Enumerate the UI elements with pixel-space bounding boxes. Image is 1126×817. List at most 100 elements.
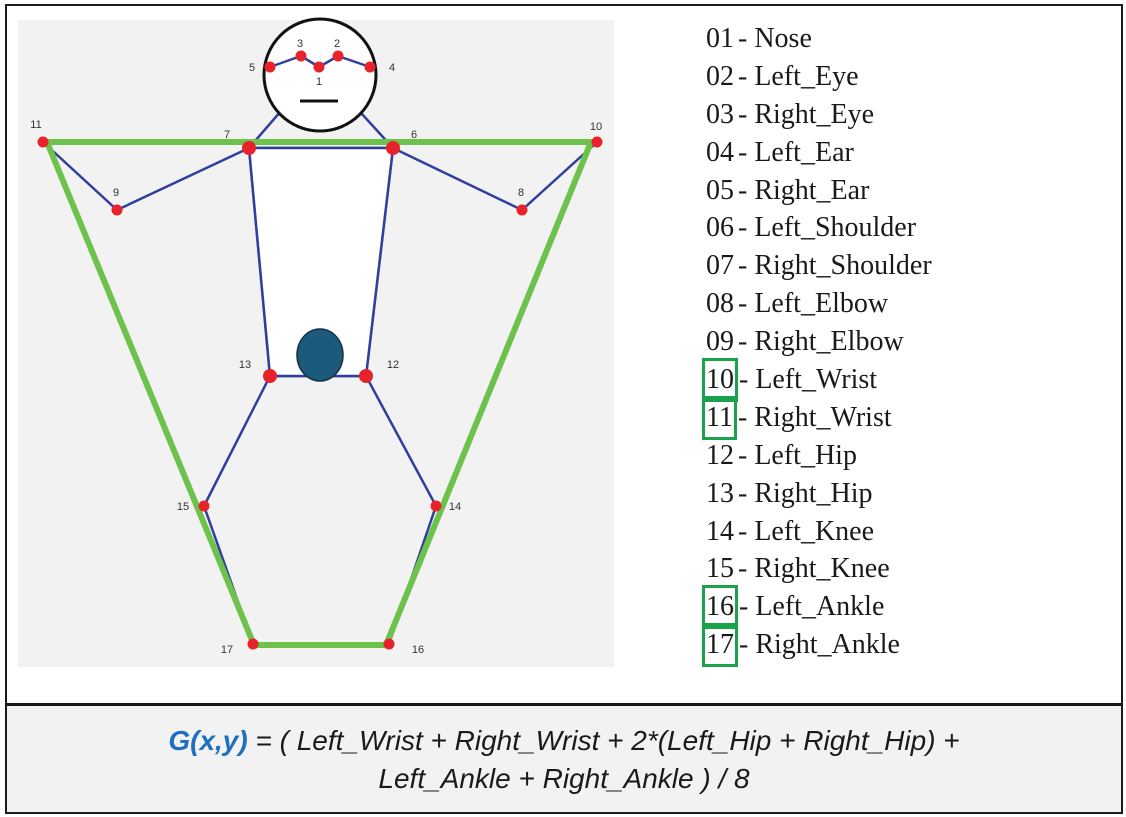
keypoint-label: 7	[224, 129, 230, 141]
keypoint-dot	[242, 141, 256, 155]
keypoint-dot	[264, 61, 276, 73]
legend-item: 11- Right_Wrist	[702, 395, 932, 440]
legend-item-number: 16	[702, 585, 738, 630]
keypoint-label: 16	[412, 644, 424, 656]
legend-item-label: - Left_Knee	[738, 515, 875, 547]
legend-item: 13- Right_Hip	[706, 475, 932, 513]
keypoint-label: 4	[389, 62, 395, 74]
legend-item-label: - Right_Ear	[738, 174, 870, 206]
keypoint-dot	[37, 136, 49, 148]
keypoint-dot	[430, 500, 442, 512]
figure-frame	[5, 4, 1123, 814]
legend-item-label: - Left_Elbow	[738, 288, 889, 320]
legend-item-number: 17	[702, 623, 738, 668]
centroid-formula: G(x,y) = ( Left_Wrist + Right_Wrist + 2*…	[7, 722, 1121, 798]
legend-item-label: - Right_Elbow	[738, 326, 904, 358]
keypoint-dot	[383, 638, 395, 650]
legend-item-label: - Left_Eye	[738, 60, 859, 92]
keypoint-label: 8	[518, 187, 524, 199]
legend-item-label: - Right_Shoulder	[738, 250, 932, 282]
legend-item-number: 01	[706, 23, 734, 54]
legend-item: 16- Left_Ankle	[702, 585, 932, 630]
formula-lhs: G(x,y)	[168, 725, 248, 756]
formula-line-2: Left_Ankle + Right_Ankle ) / 8	[378, 763, 750, 794]
legend-item-label: - Left_Hip	[738, 439, 857, 471]
legend-item-number: 08	[706, 288, 734, 320]
legend-item-label: - Nose	[738, 23, 812, 54]
skeleton-bone	[116, 146, 250, 212]
legend-item: 03- Right_Eye	[706, 96, 932, 134]
keypoint-dot	[332, 50, 344, 62]
keypoint-label: 12	[387, 359, 399, 371]
body-shapes	[247, 17, 395, 382]
keypoint-label: 2	[334, 38, 340, 50]
keypoint-label: 11	[30, 119, 41, 131]
keypoint-dot	[111, 204, 123, 216]
legend-item: 07- Right_Shoulder	[706, 247, 932, 285]
legend-item-label: - Right_Ankle	[739, 629, 900, 661]
legend-item-number: 03	[706, 98, 734, 130]
legend-item: 14- Left_Knee	[706, 513, 932, 551]
skeleton-bone	[392, 146, 523, 212]
keypoint-label: 3	[297, 38, 303, 50]
keypoint-label: 15	[177, 501, 189, 513]
keypoint-label: 14	[449, 501, 461, 513]
legend-item: 01- Nose	[706, 20, 932, 58]
legend-item: 02- Left_Eye	[706, 58, 932, 96]
keypoint-label: 6	[411, 129, 417, 141]
legend-item-number: 15	[706, 553, 734, 585]
keypoint-label: 9	[113, 187, 119, 199]
legend-item: 08- Left_Elbow	[706, 285, 932, 323]
legend-item-label: - Left_Ear	[738, 136, 854, 168]
face-bone	[337, 54, 371, 69]
legend-item-number: 02	[706, 60, 734, 92]
keypoint-dot	[516, 204, 528, 216]
legend-item: 10- Left_Wrist	[702, 358, 932, 402]
legend-item: 12- Left_Hip	[706, 437, 932, 475]
formula-line-1: = ( Left_Wrist + Right_Wrist + 2*(Left_H…	[247, 725, 960, 756]
centroid-marker	[296, 328, 344, 382]
legend-item-number: 05	[706, 174, 734, 206]
legend-item-number: 09	[706, 326, 734, 358]
legend-item-label: - Right_Hip	[738, 477, 873, 509]
keypoint-dot	[198, 500, 210, 512]
legend-item-label: - Right_Knee	[738, 553, 890, 585]
legend-item-number: 07	[706, 250, 734, 282]
legend-item: 17- Right_Ankle	[702, 623, 932, 668]
keypoint-dot	[247, 638, 259, 650]
legend-item-number: 13	[706, 477, 734, 509]
keypoint-dot	[386, 141, 400, 155]
keypoint-dot	[591, 136, 603, 148]
keypoint-label: 13	[239, 359, 251, 371]
formula-divider	[5, 703, 1123, 706]
keypoint-dot	[364, 61, 376, 73]
legend-item: 05- Right_Ear	[706, 172, 932, 210]
skeleton-bone	[202, 375, 272, 507]
legend-item-label: - Right_Wrist	[737, 401, 892, 433]
legend-item-number: 06	[706, 212, 734, 244]
keypoint-label: 5	[249, 62, 255, 74]
legend-item-label: - Left_Wrist	[739, 364, 878, 396]
keypoint-dot	[295, 50, 307, 62]
legend-item-label: - Left_Ankle	[739, 591, 885, 623]
legend-item-number: 04	[706, 136, 734, 168]
skeleton-bone	[364, 375, 438, 507]
legend-item-number: 14	[706, 515, 734, 547]
legend-item-number: 12	[706, 439, 734, 471]
head-circle	[262, 17, 378, 133]
legend-item: 09- Right_Elbow	[706, 323, 932, 361]
keypoint-dot	[359, 369, 373, 383]
legend-item-number: 11	[702, 395, 737, 440]
keypoints	[37, 50, 603, 650]
legend-item-number: 10	[702, 358, 738, 402]
keypoint-dot	[263, 369, 277, 383]
legend-item: 06- Left_Shoulder	[706, 209, 932, 247]
keypoint-dot	[313, 61, 325, 73]
formula-box: G(x,y) = ( Left_Wrist + Right_Wrist + 2*…	[7, 706, 1121, 812]
legend-item: 15- Right_Knee	[706, 550, 932, 588]
legend-item-label: - Left_Shoulder	[738, 212, 917, 244]
keypoint-label: 10	[590, 121, 602, 133]
skeleton-bone	[42, 141, 118, 211]
